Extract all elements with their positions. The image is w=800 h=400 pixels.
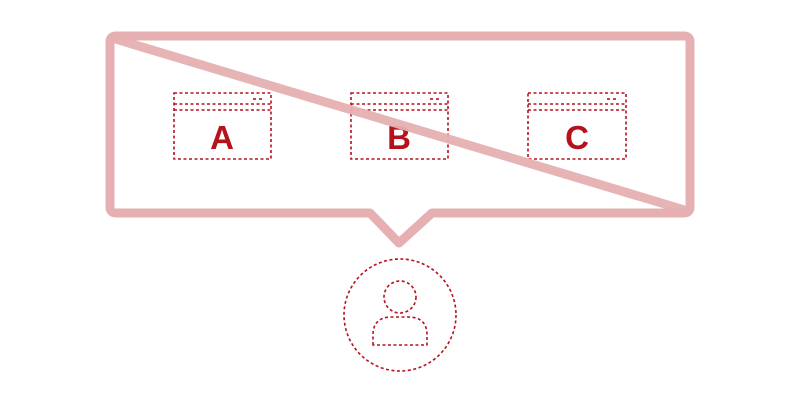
strike-through-line <box>107 33 693 216</box>
window-label: C <box>565 119 589 156</box>
window-c: C <box>527 92 627 160</box>
window-a: A <box>173 92 272 160</box>
user-icon <box>343 258 457 372</box>
window-label: A <box>210 119 234 156</box>
